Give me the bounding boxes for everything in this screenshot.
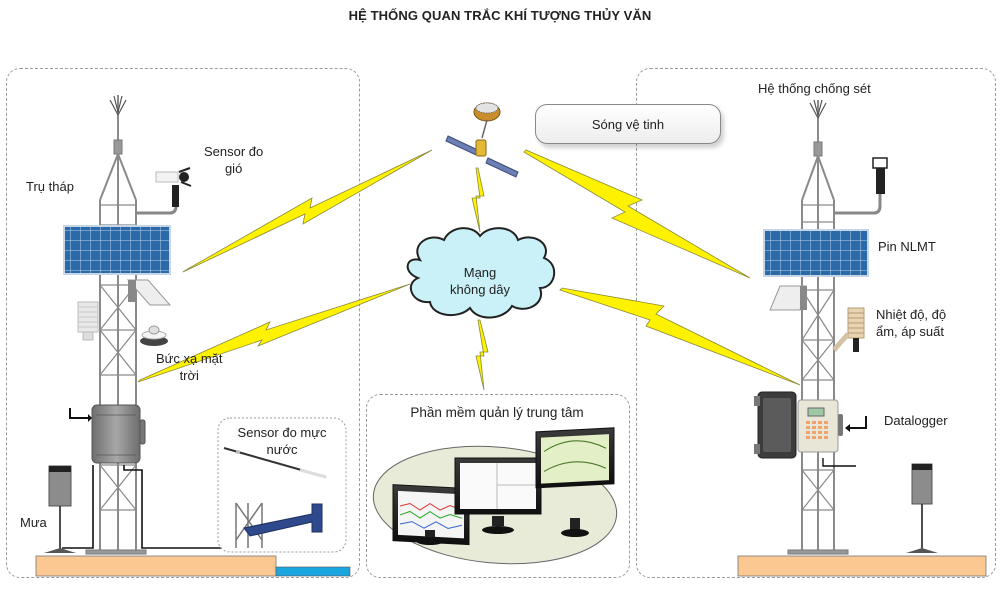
left-sunshield [126, 279, 172, 306]
right-datalogger-arrow [850, 416, 867, 429]
link-satellite-left [182, 149, 433, 273]
solar-radiation-label-line1: Bức xạ mặt [156, 351, 223, 366]
monitor-right [535, 427, 615, 537]
network-label-line1: Mạng [463, 265, 497, 280]
solar-radiation-label-line2: trời [179, 368, 199, 383]
water-level-label-line1: Sensor đo mực [237, 425, 327, 440]
wind-sensor [136, 167, 192, 215]
link-satellite-network [471, 167, 485, 233]
link-network-right [559, 287, 801, 386]
left-solar-panel [63, 225, 171, 275]
right-datalogger [754, 391, 843, 459]
wind-sensor-label: Sensor đo gió [204, 143, 263, 177]
left-rain-gauge [44, 465, 76, 553]
water-level-label-line2: nước [266, 442, 298, 457]
left-ground [35, 555, 277, 577]
right-cable [822, 458, 856, 467]
lightning-protection-label: Hệ thống chống sét [758, 81, 871, 96]
link-satellite-right [523, 149, 751, 279]
wind-sensor-label-line1: Sensor đo [204, 144, 264, 159]
right-rain-gauge [906, 463, 938, 553]
wind-sensor-label-line2: gió [224, 161, 243, 176]
diagram-title: HỆ THỐNG QUAN TRẮC KHÍ TƯỢNG THỦY VĂN [348, 8, 652, 23]
link-network-left [137, 283, 411, 383]
thp-label: Nhiệt độ, độ ẩm, áp suất [876, 306, 946, 340]
satellite-wave-label: Sóng vệ tinh [535, 104, 721, 144]
monitor-center [454, 457, 542, 534]
rain-label: Mưa [20, 515, 47, 530]
left-datalogger-box [91, 404, 146, 464]
right-ground [737, 555, 987, 577]
network-label-line2: không dây [450, 282, 510, 297]
wireless-links [137, 149, 801, 391]
left-datalogger-arrow [69, 408, 88, 419]
water-level-label: Sensor đo mực nước [218, 424, 346, 458]
network-label: Mạng không dây [420, 264, 540, 298]
link-network-software [475, 319, 489, 391]
solar-panel-label: Pin NLMT [878, 239, 936, 254]
right-tower [787, 99, 849, 555]
right-solar-panel [763, 229, 869, 277]
thp-label-line2: ẩm, áp suất [876, 324, 944, 339]
thp-label-line1: Nhiệt độ, độ [876, 307, 947, 322]
right-sunshield [769, 285, 807, 311]
water-level-mount [235, 502, 323, 548]
left-cables [62, 465, 222, 549]
right-sensor-arm [834, 157, 888, 215]
water-surface [275, 566, 351, 577]
tower-label: Trụ tháp [26, 179, 74, 194]
satellite-wave-text: Sóng vệ tinh [591, 116, 665, 132]
datalogger-label: Datalogger [884, 413, 948, 428]
left-temp-shield [77, 301, 99, 341]
software-label: Phần mềm quản lý trung tâm [410, 405, 584, 420]
pyranometer [140, 325, 168, 346]
water-level-probe [223, 447, 327, 479]
thp-sensor [832, 307, 865, 352]
monitor-left [392, 484, 470, 546]
wireless-network-cloud [406, 227, 555, 319]
solar-radiation-label: Bức xạ mặt trời [156, 350, 223, 384]
satellite [445, 102, 519, 178]
